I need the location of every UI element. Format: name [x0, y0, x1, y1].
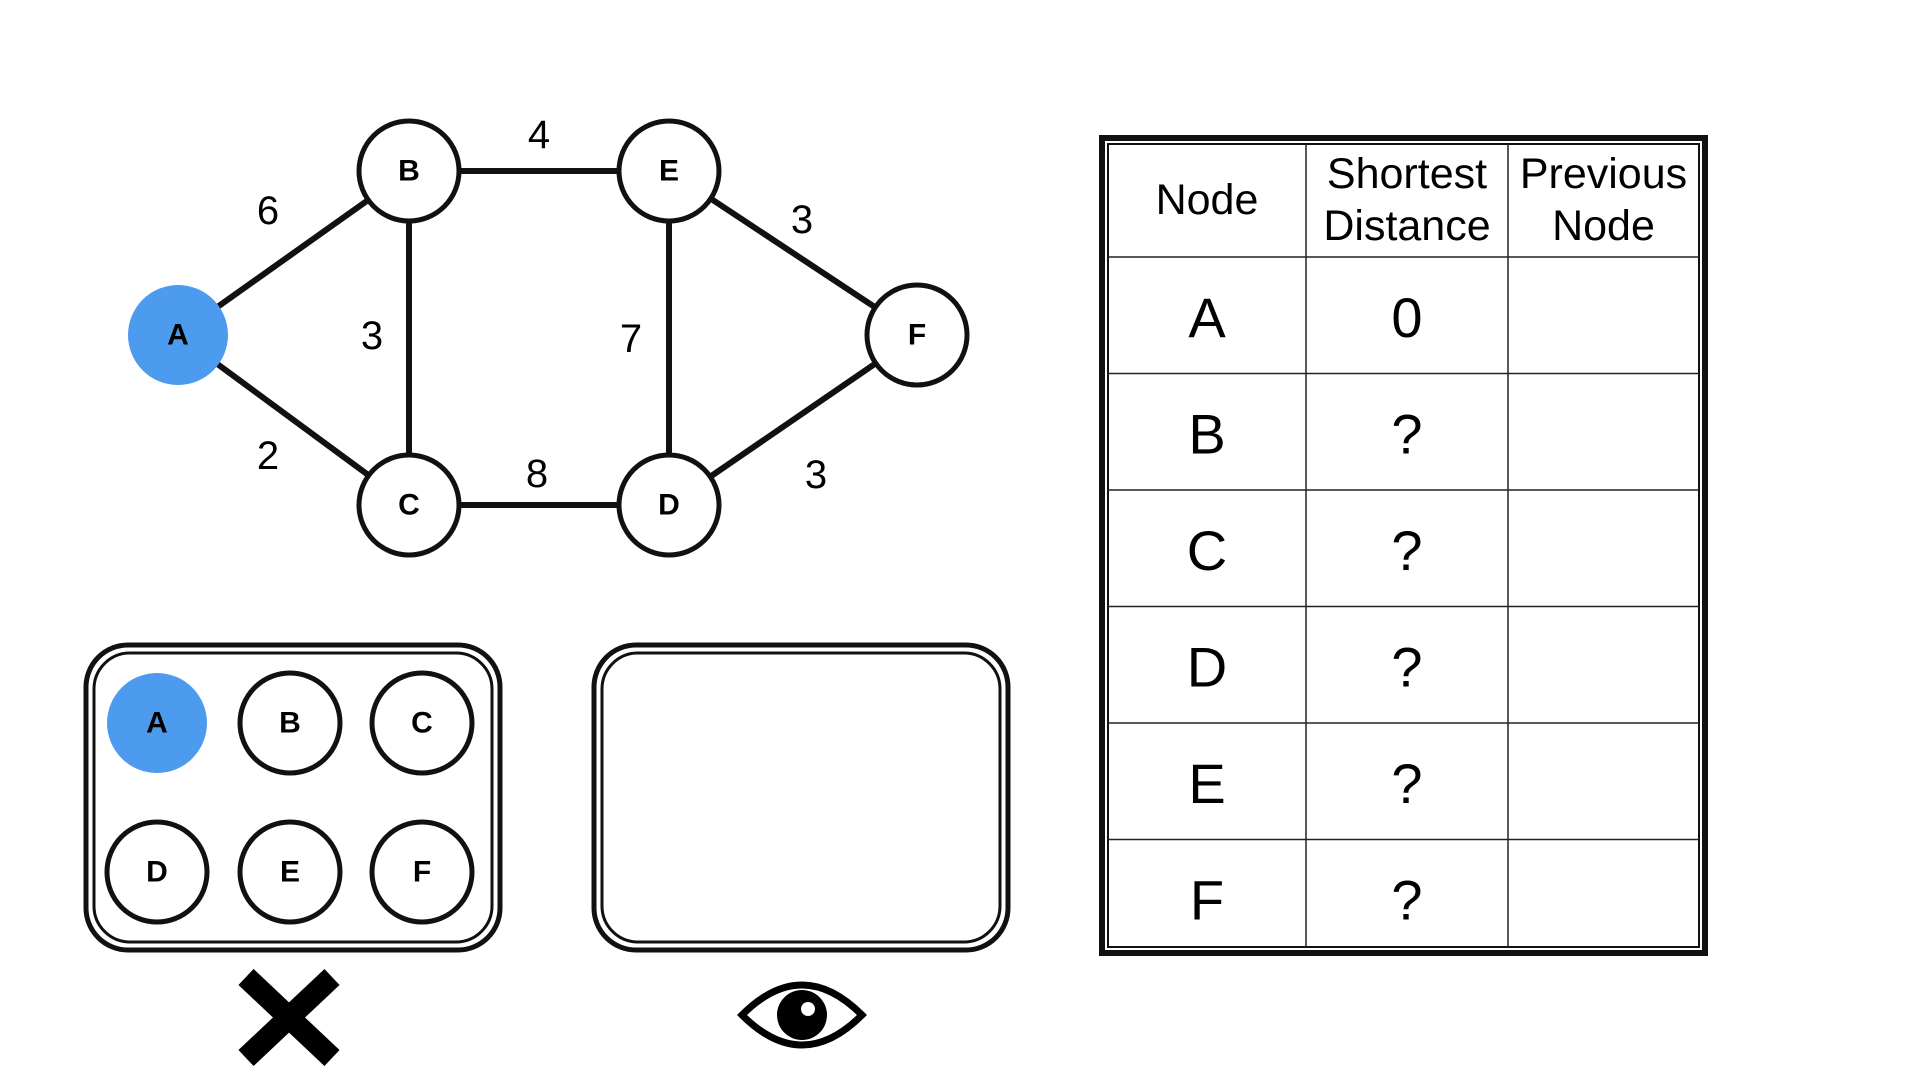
graph-node-d: D — [616, 452, 722, 558]
graph-node-b: B — [356, 118, 462, 224]
node-label: A — [167, 319, 189, 352]
node-circle — [369, 670, 475, 776]
node-label: B — [279, 707, 301, 740]
node-circle — [616, 118, 722, 224]
graph-node-c: C — [356, 452, 462, 558]
cell-shortest-distance: ? — [1391, 519, 1422, 582]
visited-set-panel: A B C D E F — [83, 642, 503, 953]
cell-shortest-distance: ? — [1391, 635, 1422, 698]
cell-node: C — [1187, 519, 1227, 582]
visited-set-node-a: A — [107, 673, 207, 773]
graph-nodes: A B C D E F — [128, 118, 970, 558]
node-circle — [128, 285, 228, 385]
cell-node: B — [1188, 402, 1225, 465]
cell-node: F — [1190, 868, 1224, 931]
node-circle — [369, 819, 475, 925]
header-line: Node — [1156, 176, 1259, 224]
edge-weight-label: 3 — [361, 314, 383, 358]
node-circle — [356, 452, 462, 558]
node-label: F — [413, 856, 431, 889]
table-row: D? — [1187, 635, 1423, 698]
visited-set-node-d: D — [104, 819, 210, 925]
eye-icon — [737, 981, 867, 1049]
cell-shortest-distance: ? — [1391, 752, 1422, 815]
node-label: E — [659, 155, 679, 188]
header-node: Node — [1156, 176, 1259, 224]
node-circle — [237, 670, 343, 776]
header-line: Shortest — [1327, 150, 1487, 198]
table-row: F? — [1190, 868, 1423, 931]
table-row: C? — [1187, 519, 1423, 582]
node-circle — [104, 819, 210, 925]
visited-set-node-e: E — [237, 819, 343, 925]
node-label: F — [908, 319, 926, 352]
visited-set-node-c: C — [369, 670, 475, 776]
visited-set-node-f: F — [369, 819, 475, 925]
cell-shortest-distance: ? — [1391, 402, 1422, 465]
node-label: E — [280, 856, 300, 889]
x-icon — [238, 968, 340, 1067]
table-row: B? — [1188, 402, 1422, 465]
graph: 6 2 3 4 8 7 3 3 A B C D E F — [128, 113, 970, 558]
table-row: E? — [1188, 752, 1422, 815]
node-label: D — [146, 856, 168, 889]
edge-weight-label: 6 — [257, 189, 279, 233]
cell-node: A — [1188, 286, 1226, 349]
node-circle — [237, 819, 343, 925]
cell-node: E — [1188, 752, 1225, 815]
visited-set-nodes: A B C D E F — [104, 670, 475, 925]
cell-node: D — [1187, 635, 1227, 698]
node-circle — [356, 118, 462, 224]
node-label: D — [658, 489, 680, 522]
edge-weight-label: 3 — [791, 198, 813, 242]
graph-weights: 6 2 3 4 8 7 3 3 — [257, 113, 827, 497]
cell-shortest-distance: ? — [1391, 868, 1422, 931]
node-label: C — [411, 707, 433, 740]
cell-shortest-distance: 0 — [1391, 286, 1422, 349]
edge-weight-label: 2 — [257, 434, 279, 478]
graph-node-f: F — [864, 282, 970, 388]
node-circle — [107, 673, 207, 773]
node-label: B — [398, 155, 420, 188]
visited-set-node-b: B — [237, 670, 343, 776]
edge-weight-label: 7 — [620, 317, 642, 361]
node-circle — [616, 452, 722, 558]
current-node-panel — [591, 642, 1011, 953]
table-grid — [1108, 144, 1699, 947]
header-line: Previous — [1520, 150, 1687, 198]
graph-node-a: A — [128, 285, 228, 385]
edge-weight-label: 3 — [805, 453, 827, 497]
header-line: Node — [1552, 202, 1655, 250]
graph-node-e: E — [616, 118, 722, 224]
node-circle — [864, 282, 970, 388]
node-label: A — [146, 707, 168, 740]
node-label: C — [398, 489, 420, 522]
edge-weight-label: 4 — [528, 113, 550, 157]
header-line: Distance — [1323, 202, 1490, 250]
edge-weight-label: 8 — [526, 452, 548, 496]
